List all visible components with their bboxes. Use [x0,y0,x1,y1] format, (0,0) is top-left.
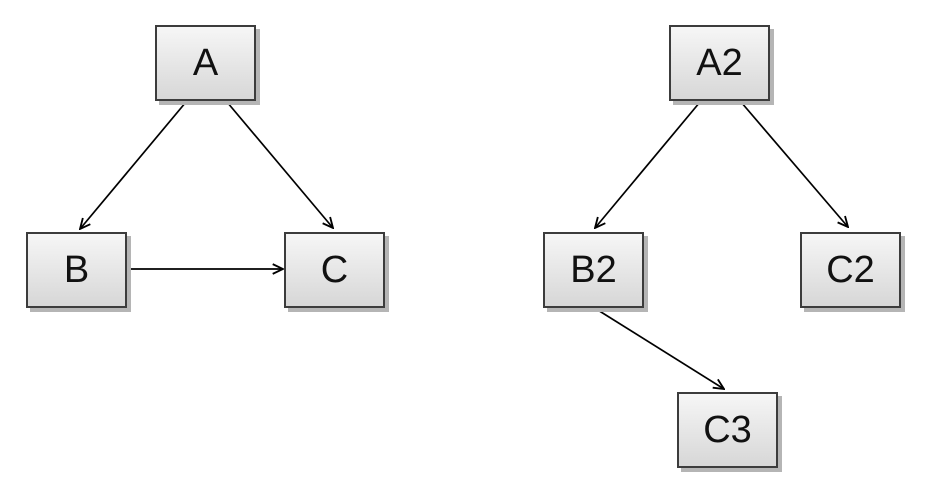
edge-a-to-c[interactable] [226,101,333,228]
node-b2[interactable]: B2 [543,232,644,308]
edge-a2-to-c2[interactable] [740,101,848,227]
node-c2[interactable]: C2 [800,232,901,308]
node-a-label: A [192,42,219,84]
node-b[interactable]: B [26,232,127,308]
node-c3-label: C3 [703,409,752,451]
node-c-label: C [320,249,349,291]
node-a2[interactable]: A2 [669,25,770,101]
node-c3[interactable]: C3 [677,392,778,468]
node-a[interactable]: A [155,25,256,101]
node-b-label: B [63,249,90,291]
node-c2-label: C2 [826,249,875,291]
edge-a2-to-b2[interactable] [595,101,701,228]
node-a2-label: A2 [696,42,743,84]
edge-b2-to-c3[interactable] [592,306,724,389]
edge-a-to-b[interactable] [80,101,187,229]
node-b2-label: B2 [570,249,617,291]
node-c[interactable]: C [284,232,385,308]
